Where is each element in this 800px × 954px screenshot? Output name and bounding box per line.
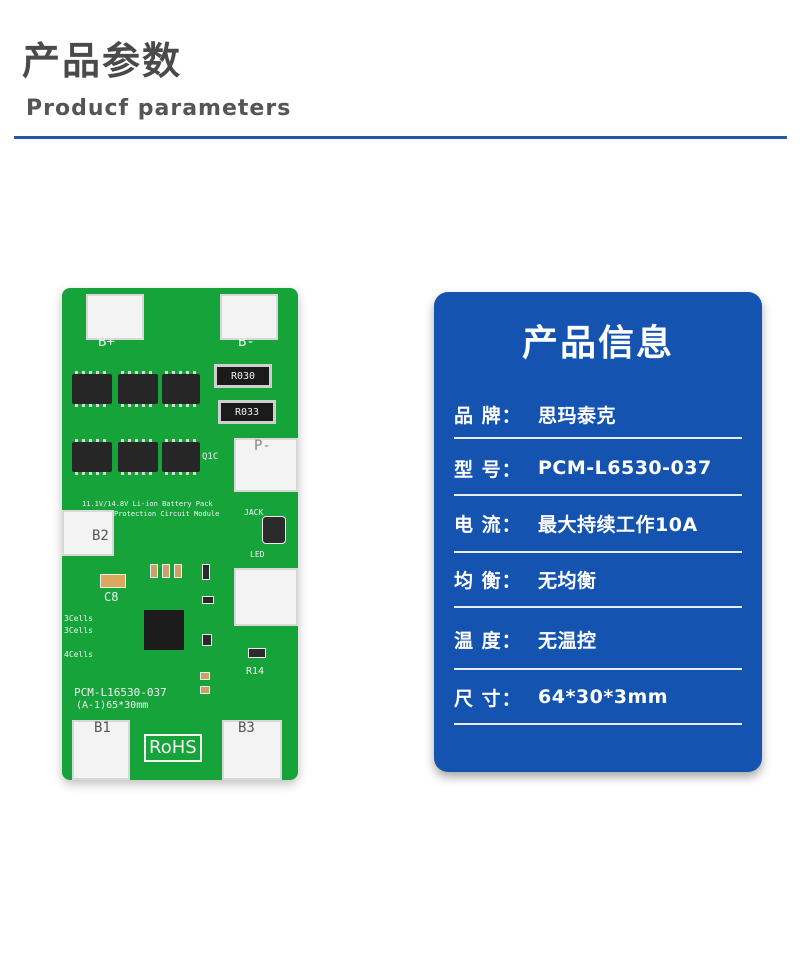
- shunt-resistor-bottom: R033: [218, 400, 276, 424]
- info-value: PCM-L6530-037: [538, 457, 712, 479]
- silk-text-line1: 11.1V/14.8V Li-ion Battery Pack: [82, 500, 213, 508]
- label-led: LED: [250, 550, 265, 559]
- label-r14: R14: [246, 666, 265, 677]
- controller-ic: [144, 610, 184, 650]
- info-label: 品 牌：: [454, 404, 522, 427]
- row-divider: [454, 668, 742, 670]
- pad-p-minus: [234, 438, 298, 492]
- info-value: 64*30*3mm: [538, 686, 669, 708]
- pad-b-plus-label: B+: [98, 334, 115, 350]
- smd-component: [200, 672, 210, 680]
- info-value: 无均衡: [538, 569, 597, 592]
- pad-b2: [62, 510, 114, 556]
- row-divider: [454, 437, 742, 439]
- info-value: 无温控: [538, 629, 597, 652]
- silk-text-line2: Protection Circuit Module: [114, 510, 220, 518]
- pad-p-minus-label: P-: [254, 438, 271, 454]
- info-row-size: 尺 寸： 64*30*3mm: [454, 682, 742, 712]
- pad-b-minus-label: B-: [238, 334, 255, 350]
- row-divider: [454, 606, 742, 608]
- product-info-card: 产品信息 品 牌： 思玛泰克 型 号： PCM-L6530-037 电 流： 最…: [434, 292, 762, 772]
- silk-cells-1: 3Cells: [64, 614, 93, 623]
- smd-cap: [150, 564, 158, 578]
- info-row-model: 型 号： PCM-L6530-037: [454, 453, 742, 483]
- mosfet-chip: [72, 371, 112, 407]
- smd-cap: [174, 564, 182, 578]
- smd-resistor: [202, 564, 210, 580]
- mosfet-chip: [162, 371, 200, 407]
- smd-cap: [162, 564, 170, 578]
- model-text-line1: PCM-L16530-037: [74, 686, 167, 699]
- pcb-board-image: B+ B- R030 R033 P- Q1C 11.1V/14.8V Li-io…: [62, 288, 298, 780]
- jack-connector: [262, 516, 286, 544]
- pad-b1-label: B1: [94, 720, 111, 736]
- silk-cells-2: 3Cells: [64, 626, 93, 635]
- pad-p-plus-label: P+: [268, 612, 285, 628]
- info-label: 均 衡：: [454, 569, 522, 592]
- title-divider: [14, 136, 787, 139]
- smd-component: [202, 596, 214, 604]
- info-row-temperature: 温 度： 无温控: [454, 624, 742, 654]
- section-title-cn: 产品参数: [22, 39, 183, 83]
- info-label: 电 流：: [454, 513, 522, 536]
- pad-b3: [222, 720, 282, 780]
- info-value: 最大持续工作10A: [538, 513, 698, 536]
- rohs-mark: RoHS: [144, 734, 202, 762]
- info-row-current: 电 流： 最大持续工作10A: [454, 508, 742, 538]
- smd-component: [200, 686, 210, 694]
- mosfet-chip: [72, 439, 112, 475]
- smd-component: [248, 648, 266, 658]
- model-text-line2: (A-1)65*30mm: [76, 700, 149, 711]
- info-row-brand: 品 牌： 思玛泰克: [454, 399, 742, 429]
- mosfet-chip: [118, 371, 158, 407]
- pad-b1: [72, 720, 130, 780]
- label-q1c: Q1C: [202, 452, 219, 462]
- mosfet-chip: [118, 439, 158, 475]
- info-label: 尺 寸：: [454, 687, 522, 710]
- smd-component: [202, 634, 212, 646]
- section-title-en: Producf parameters: [26, 96, 292, 121]
- label-c8: C8: [104, 590, 119, 604]
- pad-b-minus: [220, 294, 278, 340]
- label-jack: JACK: [244, 508, 264, 517]
- silk-cells-3: 4Cells: [64, 650, 93, 659]
- info-value: 思玛泰克: [538, 404, 617, 427]
- pad-p-plus: [234, 568, 298, 626]
- pad-b3-label: B3: [238, 720, 255, 736]
- pad-b2-label: B2: [92, 528, 109, 544]
- row-divider: [454, 551, 742, 553]
- row-divider: [454, 494, 742, 496]
- card-title: 产品信息: [521, 323, 674, 364]
- shunt-resistor-top: R030: [214, 364, 272, 388]
- pad-b-plus: [86, 294, 144, 340]
- mosfet-chip: [162, 439, 200, 475]
- row-divider: [454, 723, 742, 725]
- info-label: 温 度：: [454, 629, 522, 652]
- capacitor-c8: [100, 574, 126, 588]
- info-row-balance: 均 衡： 无均衡: [454, 564, 742, 594]
- info-label: 型 号：: [454, 458, 522, 481]
